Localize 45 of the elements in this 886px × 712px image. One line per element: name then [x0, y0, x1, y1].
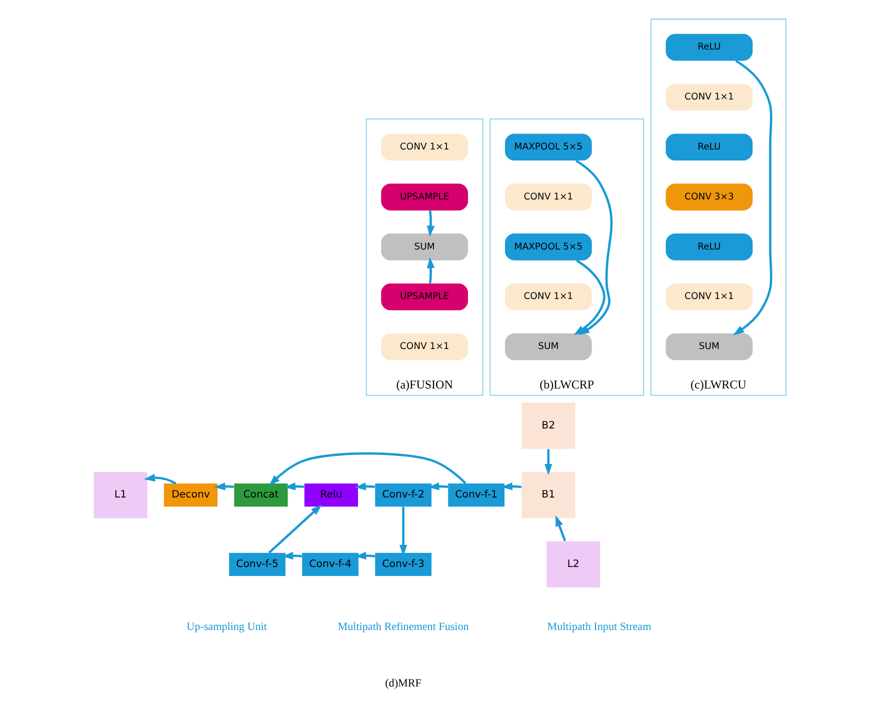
node-box: Conv-f-5 [228, 552, 285, 576]
node-box: UPSAMPLE [380, 184, 468, 210]
label: (d)MRF [384, 677, 421, 690]
node-box: SUM [665, 333, 752, 360]
arrow [426, 257, 434, 284]
arrow [426, 210, 434, 237]
node-box: B2 [521, 402, 575, 449]
arrow [732, 60, 772, 336]
node-box: MAXPOOL 5×5 [504, 134, 592, 161]
node-box: SUM [504, 333, 592, 360]
node-box: Conv-f-4 [302, 552, 358, 576]
node-box: CONV 1×1 [380, 333, 468, 360]
node-box: CONV 1×1 [665, 84, 752, 111]
label: Multipath Input Stream [546, 621, 651, 634]
node-box: MAXPOOL 5×5 [504, 234, 592, 260]
node-box: CONV 1×1 [504, 184, 592, 210]
node-box: Relu [304, 484, 358, 507]
node-box: Conv-f-1 [448, 484, 504, 507]
label: Multipath Refinement Fusion [337, 621, 468, 634]
node-box: ReLU [665, 234, 752, 260]
node-box: L1 [93, 472, 147, 518]
node-box: L2 [546, 541, 600, 588]
node-box: Conv-f-3 [374, 552, 431, 576]
node-box: CONV 3×3 [665, 184, 752, 210]
node-box: CONV 1×1 [380, 134, 468, 161]
node-box: B1 [521, 472, 575, 518]
node-box: ReLU [665, 34, 752, 61]
node-box: ReLU [665, 134, 752, 161]
node-box: UPSAMPLE [380, 283, 468, 310]
node-box: Deconv [163, 484, 218, 507]
arrow [143, 474, 176, 485]
arrow [354, 482, 374, 490]
node-box: SUM [380, 234, 468, 260]
arrow [284, 482, 304, 490]
arrow [268, 504, 322, 554]
node-box: CONV 1×1 [504, 283, 592, 310]
label: Up-sampling Unit [186, 621, 266, 634]
arrow [555, 515, 566, 542]
arrow [268, 452, 466, 486]
node-box: CONV 1×1 [665, 283, 752, 310]
arrow [214, 482, 234, 490]
node-box: Concat [234, 484, 288, 507]
arrow [398, 506, 407, 556]
arrow [544, 449, 552, 476]
node-box: Conv-f-2 [374, 484, 431, 507]
